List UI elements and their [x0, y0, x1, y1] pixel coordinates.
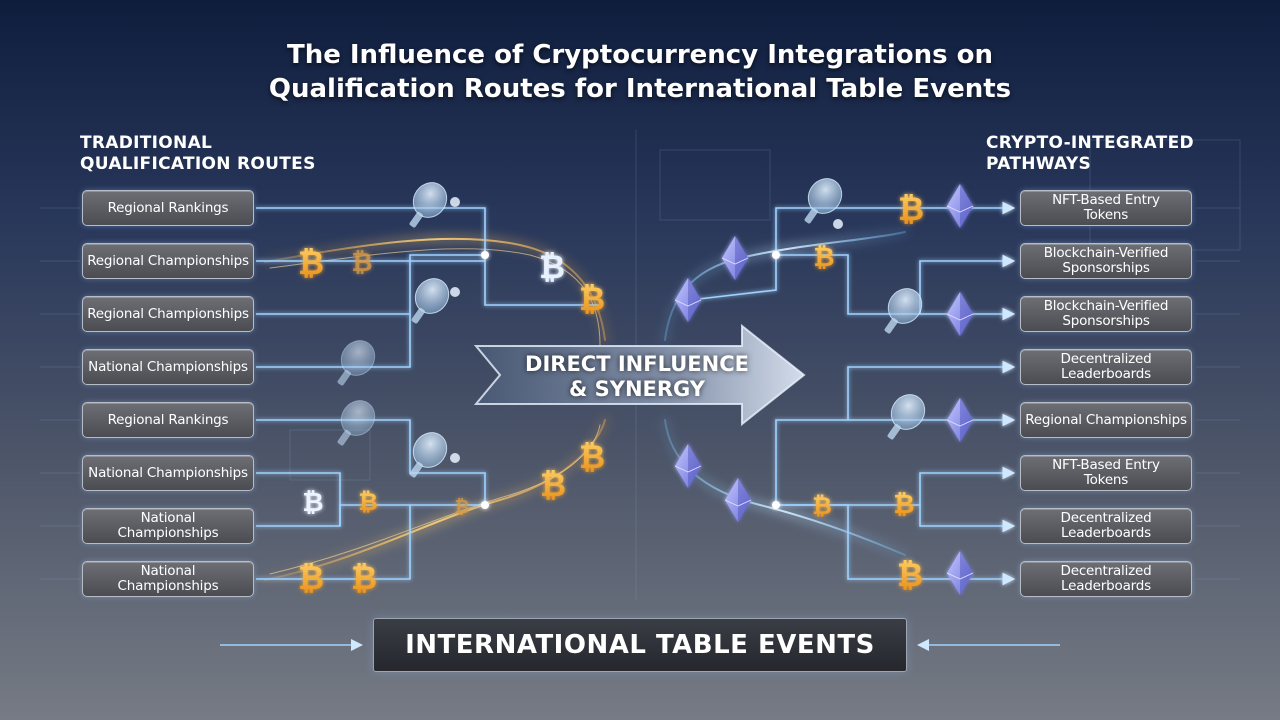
ball-icon [450, 453, 460, 463]
bitcoin-icon: ₿ [351, 559, 377, 597]
left-route-box: Regional Rankings [82, 402, 254, 438]
ball-icon [450, 197, 460, 207]
junction-node [481, 251, 489, 259]
bitcoin-icon: ₿ [897, 556, 923, 594]
ethereum-icon [946, 398, 974, 442]
bitcoin-icon: ₿ [898, 190, 924, 228]
table-tennis-paddle-icon [804, 178, 843, 224]
bitcoin-icon: ₿ [540, 466, 566, 504]
bitcoin-icon: ₿ [302, 488, 323, 518]
left-route-box: Regional Rankings [82, 190, 254, 226]
junction-node [481, 501, 489, 509]
table-tennis-paddle-icon [337, 400, 376, 446]
international-events-label: INTERNATIONAL TABLE EVENTS [405, 630, 875, 660]
bitcoin-icon: ₿ [813, 243, 834, 273]
left-route-box: Regional Championships [82, 296, 254, 332]
table-tennis-paddle-icon [884, 288, 923, 334]
bitcoin-icon: ₿ [579, 438, 605, 476]
title-line-1: The Influence of Cryptocurrency Integrat… [286, 40, 994, 70]
bitcoin-icons: ₿ ₿ ₿ ₿ ₿ ₿ ₿ ₿ ₿ ₿ ₿ ₿ ₿ ₿ ₿ ₿ [298, 190, 924, 597]
left-route-box: Regional Championships [82, 243, 254, 279]
bitcoin-icon: ₿ [298, 559, 324, 597]
ethereum-icon [946, 292, 974, 336]
crypto-pathways-heading: CRYPTO-INTEGRATED PATHWAYS [986, 133, 1194, 174]
junction-node [772, 501, 780, 509]
bitcoin-icon: ₿ [455, 497, 470, 518]
diagram-title: The Influence of Cryptocurrency Integrat… [140, 38, 1140, 106]
table-tennis-paddle-icon [409, 182, 448, 228]
right-route-box: Regional Championships [1020, 402, 1192, 438]
bitcoin-icon: ₿ [539, 248, 565, 286]
title-line-2: Qualification Routes for International T… [268, 74, 1012, 104]
bitcoin-icon: ₿ [358, 488, 378, 516]
table-tennis-paddle-icon [887, 394, 926, 440]
junction-node [772, 251, 780, 259]
left-route-box: National Championships [82, 455, 254, 491]
bitcoin-icon: ₿ [351, 248, 372, 278]
ball-icon [833, 219, 843, 229]
ethereum-icon [674, 278, 702, 322]
left-bracket-wires [256, 207, 600, 580]
traditional-routes-heading: TRADITIONAL QUALIFICATION ROUTES [80, 133, 316, 174]
bitcoin-icon: ₿ [893, 490, 914, 520]
ethereum-icon [724, 478, 752, 522]
ethereum-icon [946, 184, 974, 228]
ethereum-icon [721, 236, 749, 280]
ethereum-icon [674, 444, 702, 488]
direct-influence-arrow: DIRECT INFLUENCE & SYNERGY [472, 322, 810, 428]
left-route-box: National Championships [82, 349, 254, 385]
table-tennis-paddle-icon [409, 432, 448, 478]
bitcoin-icon: ₿ [298, 244, 324, 282]
international-events-box: INTERNATIONAL TABLE EVENTS [373, 618, 907, 672]
arrow-label-line-2: & SYNERGY [568, 377, 706, 401]
ball-icon [450, 287, 460, 297]
ethereum-icon [946, 551, 974, 595]
arrow-label-line-1: DIRECT INFLUENCE [525, 352, 749, 376]
table-tennis-paddle-icon [411, 278, 450, 324]
table-tennis-paddle-icon [337, 340, 376, 386]
junction-nodes [481, 251, 780, 509]
bitcoin-icon: ₿ [579, 280, 605, 318]
ethereum-icons [674, 184, 974, 595]
paddle-icons [337, 178, 926, 478]
bitcoin-icon: ₿ [812, 492, 832, 520]
